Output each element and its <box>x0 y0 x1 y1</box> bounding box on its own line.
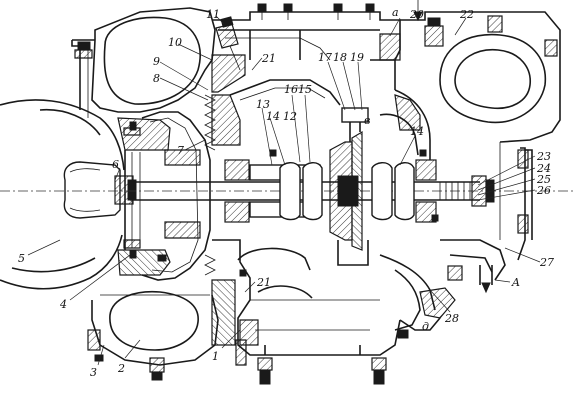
label-18: 18 <box>333 51 347 64</box>
leader-lines <box>27 15 541 366</box>
label-17: 17 <box>318 51 332 64</box>
label-21b: 21 <box>256 276 271 289</box>
label-7: 7 <box>177 144 184 157</box>
label-24: 24 <box>536 162 551 175</box>
label-11: 11 <box>206 8 220 21</box>
part-labels: 1 2 3 4 5 6 7 8 9 10 11 12 13 14 14 15 1… <box>18 6 554 379</box>
label-28: 28 <box>444 312 459 325</box>
top-bolts <box>257 3 375 20</box>
label-8: 8 <box>153 72 160 85</box>
label-4: 4 <box>59 298 67 311</box>
compressor-housing <box>370 0 561 339</box>
label-v: в <box>364 114 370 127</box>
label-d: д <box>422 320 429 333</box>
fasteners <box>129 121 439 277</box>
bearing-housing <box>204 3 401 385</box>
label-19: 19 <box>350 51 364 64</box>
label-13: 13 <box>256 98 270 111</box>
label-16: 16 <box>284 83 298 96</box>
label-15: 15 <box>298 83 312 96</box>
turbine-housing <box>0 7 219 381</box>
label-12: 12 <box>283 110 297 123</box>
label-23: 23 <box>536 150 551 163</box>
label-25: 25 <box>536 173 551 186</box>
label-3: 3 <box>90 366 97 379</box>
label-9: 9 <box>153 55 160 68</box>
label-10: 10 <box>168 36 182 49</box>
label-1: 1 <box>212 350 219 363</box>
label-14b: 14 <box>410 125 424 138</box>
label-14a: 14 <box>266 110 280 123</box>
label-20: 20 <box>409 8 424 21</box>
label-21a: 21 <box>261 52 276 65</box>
label-2: 2 <box>117 362 125 375</box>
oil-fitting <box>215 16 241 71</box>
labyrinth-coil <box>204 94 216 276</box>
label-6: 6 <box>112 158 119 171</box>
label-22: 22 <box>459 8 474 21</box>
label-A: A <box>511 276 520 289</box>
rotor-shaft <box>0 107 575 266</box>
label-5: 5 <box>18 252 25 265</box>
label-a: a <box>392 6 399 19</box>
label-26: 26 <box>536 184 551 197</box>
label-27: 27 <box>539 256 554 269</box>
